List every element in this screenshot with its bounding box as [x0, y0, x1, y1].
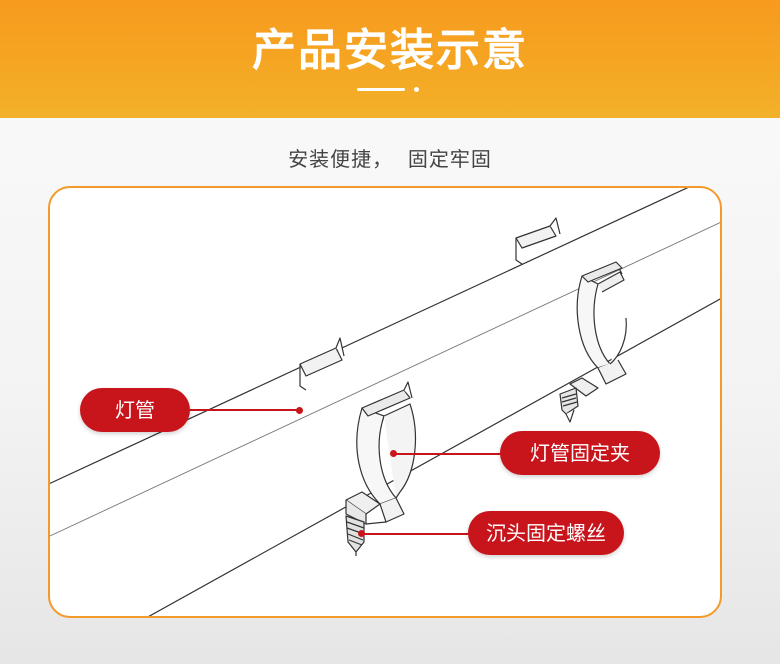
- tube-leader-dot: [296, 407, 303, 414]
- installation-diagram: [50, 188, 720, 616]
- clip-leader-dot: [390, 450, 397, 457]
- clip-leader-line: [394, 453, 504, 455]
- subtitle-text: 安装便捷， 固定牢固: [288, 147, 492, 171]
- screw-front: [345, 515, 365, 556]
- tube-bottom-edge: [148, 298, 720, 616]
- page-title: 产品安装示意: [252, 25, 528, 76]
- title-underline-dot: [414, 87, 419, 92]
- tube-highlight: [50, 222, 720, 537]
- clip-front: [345, 381, 417, 525]
- title-underline: [357, 88, 405, 91]
- tube-leader-line: [180, 409, 300, 411]
- screw-right: [559, 387, 579, 423]
- diagram-panel: 灯管 灯管固定夹 沉头固定螺丝: [48, 186, 722, 618]
- callout-tube: 灯管: [80, 388, 190, 432]
- clip-left-rear: [299, 337, 345, 391]
- callout-screw: 沉头固定螺丝: [468, 511, 624, 555]
- tube-top-edge: [50, 188, 689, 485]
- clip-right: [569, 261, 627, 397]
- screw-leader-line: [362, 533, 472, 535]
- clip-far-rear: [515, 217, 561, 265]
- header-banner: 产品安装示意: [0, 0, 780, 118]
- callout-clip: 灯管固定夹: [500, 431, 660, 475]
- screw-leader-dot: [358, 530, 365, 537]
